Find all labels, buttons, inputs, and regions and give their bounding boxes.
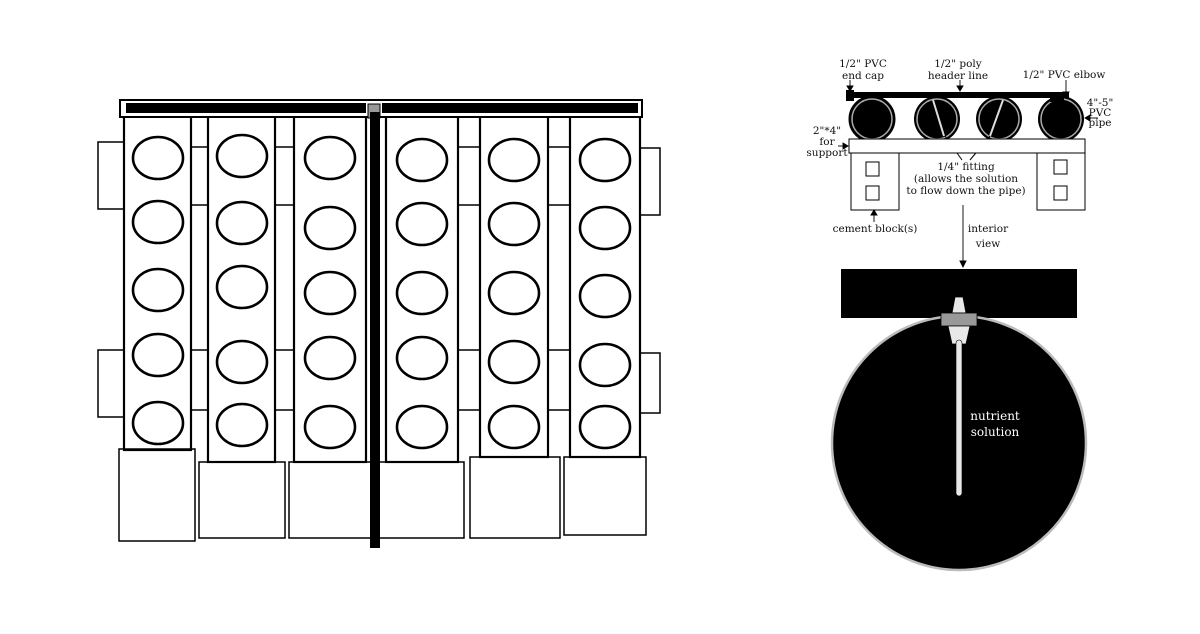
planting-hole: [395, 270, 449, 316]
label-elbow: 1/2" PVC elbow: [1023, 69, 1106, 81]
planting-hole: [395, 201, 449, 247]
label-line: 4"-5": [1087, 97, 1114, 109]
cement-block-3: [288, 461, 378, 539]
label-line: (allows the solution: [914, 173, 1018, 185]
planting-hole: [303, 135, 357, 181]
planting-hole: [303, 205, 357, 251]
cement-block-4: [377, 461, 465, 539]
label-line: PVC: [1089, 107, 1112, 119]
cross-connectors: [191, 146, 570, 411]
planting-hole: [215, 133, 269, 179]
planting-holes: [131, 133, 632, 450]
planting-hole: [487, 270, 541, 316]
planting-hole: [215, 402, 269, 448]
planting-hole: [487, 137, 541, 183]
planting-hole: [395, 404, 449, 450]
label-line: support: [806, 147, 848, 159]
label-line: interior: [968, 223, 1009, 235]
interior-fitting: [940, 296, 978, 497]
planting-hole: [303, 335, 357, 381]
planting-hole: [131, 267, 185, 313]
planting-hole: [215, 339, 269, 385]
planting-hole: [578, 273, 632, 319]
cement-blocks-end: [850, 152, 1086, 211]
planting-hole: [487, 404, 541, 450]
planting-hole: [487, 201, 541, 247]
cement-block-5: [469, 456, 561, 539]
planting-hole: [215, 200, 269, 246]
header-line-top-view: [119, 99, 643, 119]
cement-block-2: [198, 461, 286, 539]
label-line: end cap: [842, 70, 884, 82]
main-feed-pipe: [370, 112, 380, 548]
label-interior: interior view: [968, 223, 1009, 250]
quarter-inch-fittings: [932, 99, 1004, 137]
cement-block-6: [563, 456, 647, 536]
label-line: cement block(s): [833, 223, 918, 235]
label-line: header line: [928, 70, 988, 82]
label-line: nutrient: [970, 409, 1020, 423]
pvc-pipes-end: [848, 95, 1084, 143]
label-line: view: [975, 238, 1001, 250]
label-nutrient: nutrient solution: [970, 409, 1020, 439]
label-line: to flow down the pipe): [906, 185, 1025, 197]
label-cement: cement block(s): [833, 223, 918, 235]
side-support-right-lower: [639, 352, 661, 414]
label-line: 1/4" fitting: [937, 161, 995, 173]
label-line: 1/2" poly: [934, 58, 981, 70]
planting-hole: [131, 135, 185, 181]
planting-hole: [395, 137, 449, 183]
planting-hole: [131, 199, 185, 245]
planting-hole: [578, 205, 632, 251]
pvc-end-cap: [846, 90, 854, 101]
planting-hole: [578, 137, 632, 183]
label-line: for: [819, 136, 835, 148]
planting-hole: [303, 404, 357, 450]
label-line: solution: [971, 425, 1020, 439]
planting-hole: [395, 335, 449, 381]
planting-hole: [487, 339, 541, 385]
planting-hole: [131, 400, 185, 446]
poly-header-line: [849, 92, 1069, 98]
side-support-left-upper: [97, 141, 125, 210]
planting-hole: [215, 264, 269, 310]
label-line: 2"*4": [813, 125, 841, 137]
planting-hole: [578, 404, 632, 450]
label-line: pipe: [1088, 117, 1111, 129]
side-support-left-lower: [97, 349, 125, 418]
side-support-right-upper: [639, 147, 661, 216]
planting-hole: [303, 270, 357, 316]
label-line: 1/2" PVC elbow: [1023, 69, 1106, 81]
planting-hole: [578, 342, 632, 388]
planting-hole: [131, 332, 185, 378]
label-line: 1/2" PVC: [839, 58, 887, 70]
support-board: [848, 138, 1086, 154]
cement-block-1: [118, 448, 196, 542]
